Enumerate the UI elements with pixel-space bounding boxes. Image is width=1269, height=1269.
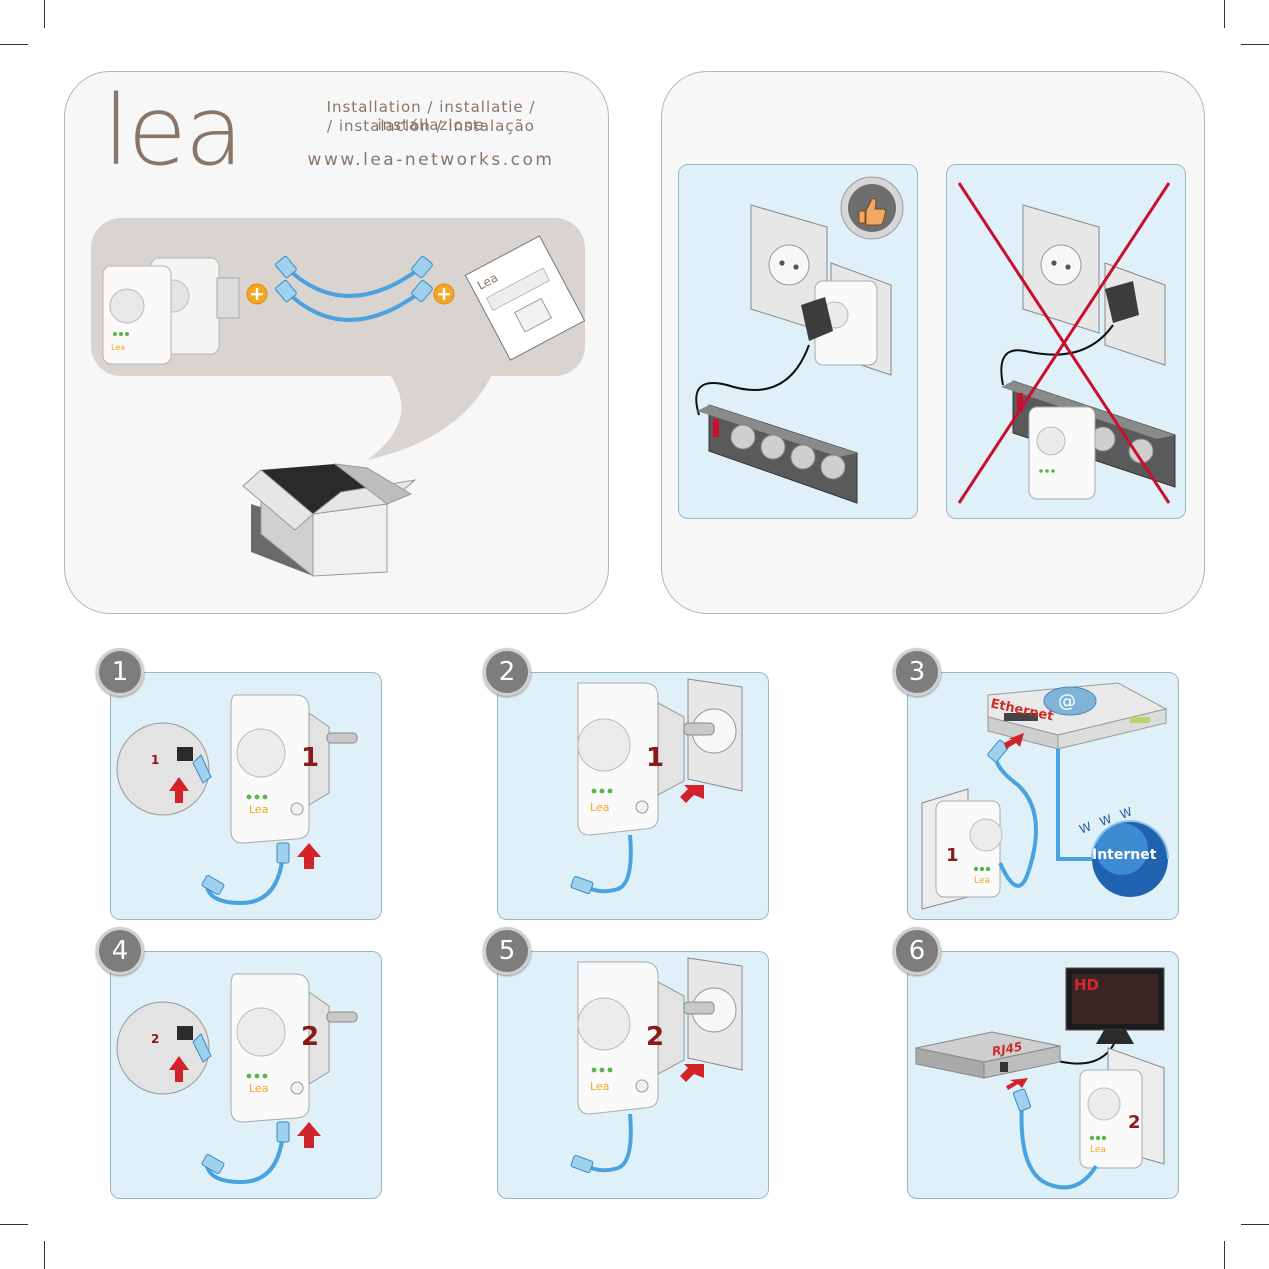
step-2-badge: 2 <box>483 648 531 696</box>
website-link[interactable]: www.lea-networks.com <box>307 150 555 170</box>
crop-mark <box>1224 1241 1225 1269</box>
step-5-badge: 5 <box>483 927 531 975</box>
lea-logo: lea <box>103 75 244 187</box>
package-contents-panel: lea Installation / installatie / install… <box>64 71 609 614</box>
plug-in-power-strip <box>1000 204 1176 500</box>
adapter-number-label: 2 <box>301 1022 320 1052</box>
svg-text:Lea: Lea <box>974 876 990 886</box>
step-6-illustration: Lea <box>915 967 1165 1190</box>
internet-label: Internet <box>1092 847 1157 863</box>
adapter-number-label: 1 <box>646 743 665 773</box>
plug-pair-icon: Lea <box>102 257 240 365</box>
step-1-badge: 1 <box>96 648 144 696</box>
step-3-badge: 3 <box>893 648 941 696</box>
step-1-illustration: Lea <box>116 694 358 906</box>
step-5-illustration: Lea <box>570 957 743 1173</box>
install-title-line2: / instalación / instalação <box>327 117 535 135</box>
crop-mark <box>1241 1224 1269 1225</box>
step-4-illustration: Lea <box>116 973 358 1185</box>
svg-text:Lea: Lea <box>1090 1145 1106 1155</box>
svg-text:Lea: Lea <box>249 1082 268 1095</box>
hd-label: HD <box>1074 976 1100 994</box>
open-box-icon <box>242 463 417 578</box>
step-5-panel: Lea 2 <box>497 951 769 1199</box>
crop-mark <box>44 1241 45 1269</box>
adapter-number-label: 1 <box>946 845 959 866</box>
step-4-badge: 4 <box>96 927 144 975</box>
crop-mark <box>1241 44 1269 45</box>
step-6-badge: 6 <box>893 927 941 975</box>
inset-port-label: 1 <box>151 753 160 767</box>
svg-text:Lea: Lea <box>111 343 125 352</box>
step-2-panel: Lea 1 <box>497 672 769 920</box>
quick-guide-booklet-icon: Lea <box>464 235 586 361</box>
step-4-panel: Lea 2 2 <box>110 951 382 1199</box>
plus-icon <box>433 283 455 305</box>
ethernet-cables-icon <box>275 255 433 322</box>
wall-socket-and-strip <box>695 204 892 504</box>
crop-mark <box>44 0 45 28</box>
adapter-number-label: 2 <box>646 1022 665 1052</box>
svg-text:@: @ <box>1058 691 1076 712</box>
correct-direct-wall-example <box>678 164 918 519</box>
crop-mark <box>0 1224 28 1225</box>
step-3-illustration: @ Lea <box>921 682 1169 910</box>
crop-mark <box>0 44 28 45</box>
adapter-number-label: 1 <box>301 743 320 773</box>
step-2-illustration: Lea <box>570 678 743 894</box>
step-1-panel: Lea 1 1 <box>110 672 382 920</box>
inset-port-label: 2 <box>151 1032 160 1046</box>
svg-text:Lea: Lea <box>590 801 609 814</box>
install-title-line1: Installation / installatie / installazio… <box>326 98 536 134</box>
step-6-panel: Lea HD RJ45 2 <box>907 951 1179 1199</box>
crop-mark <box>1224 0 1225 28</box>
speech-tail <box>365 368 495 460</box>
plus-icon <box>246 283 268 305</box>
correct-usage-panel <box>661 71 1205 614</box>
thumbs-up-icon <box>840 176 904 240</box>
step-3-panel: @ Lea Ethernet W W W Internet 1 <box>907 672 1179 920</box>
adapter-number-label: 2 <box>1128 1112 1141 1133</box>
svg-text:Lea: Lea <box>249 803 268 816</box>
cross-out-icon <box>957 182 1171 504</box>
svg-text:Lea: Lea <box>590 1080 609 1093</box>
incorrect-power-strip-example <box>946 164 1186 519</box>
